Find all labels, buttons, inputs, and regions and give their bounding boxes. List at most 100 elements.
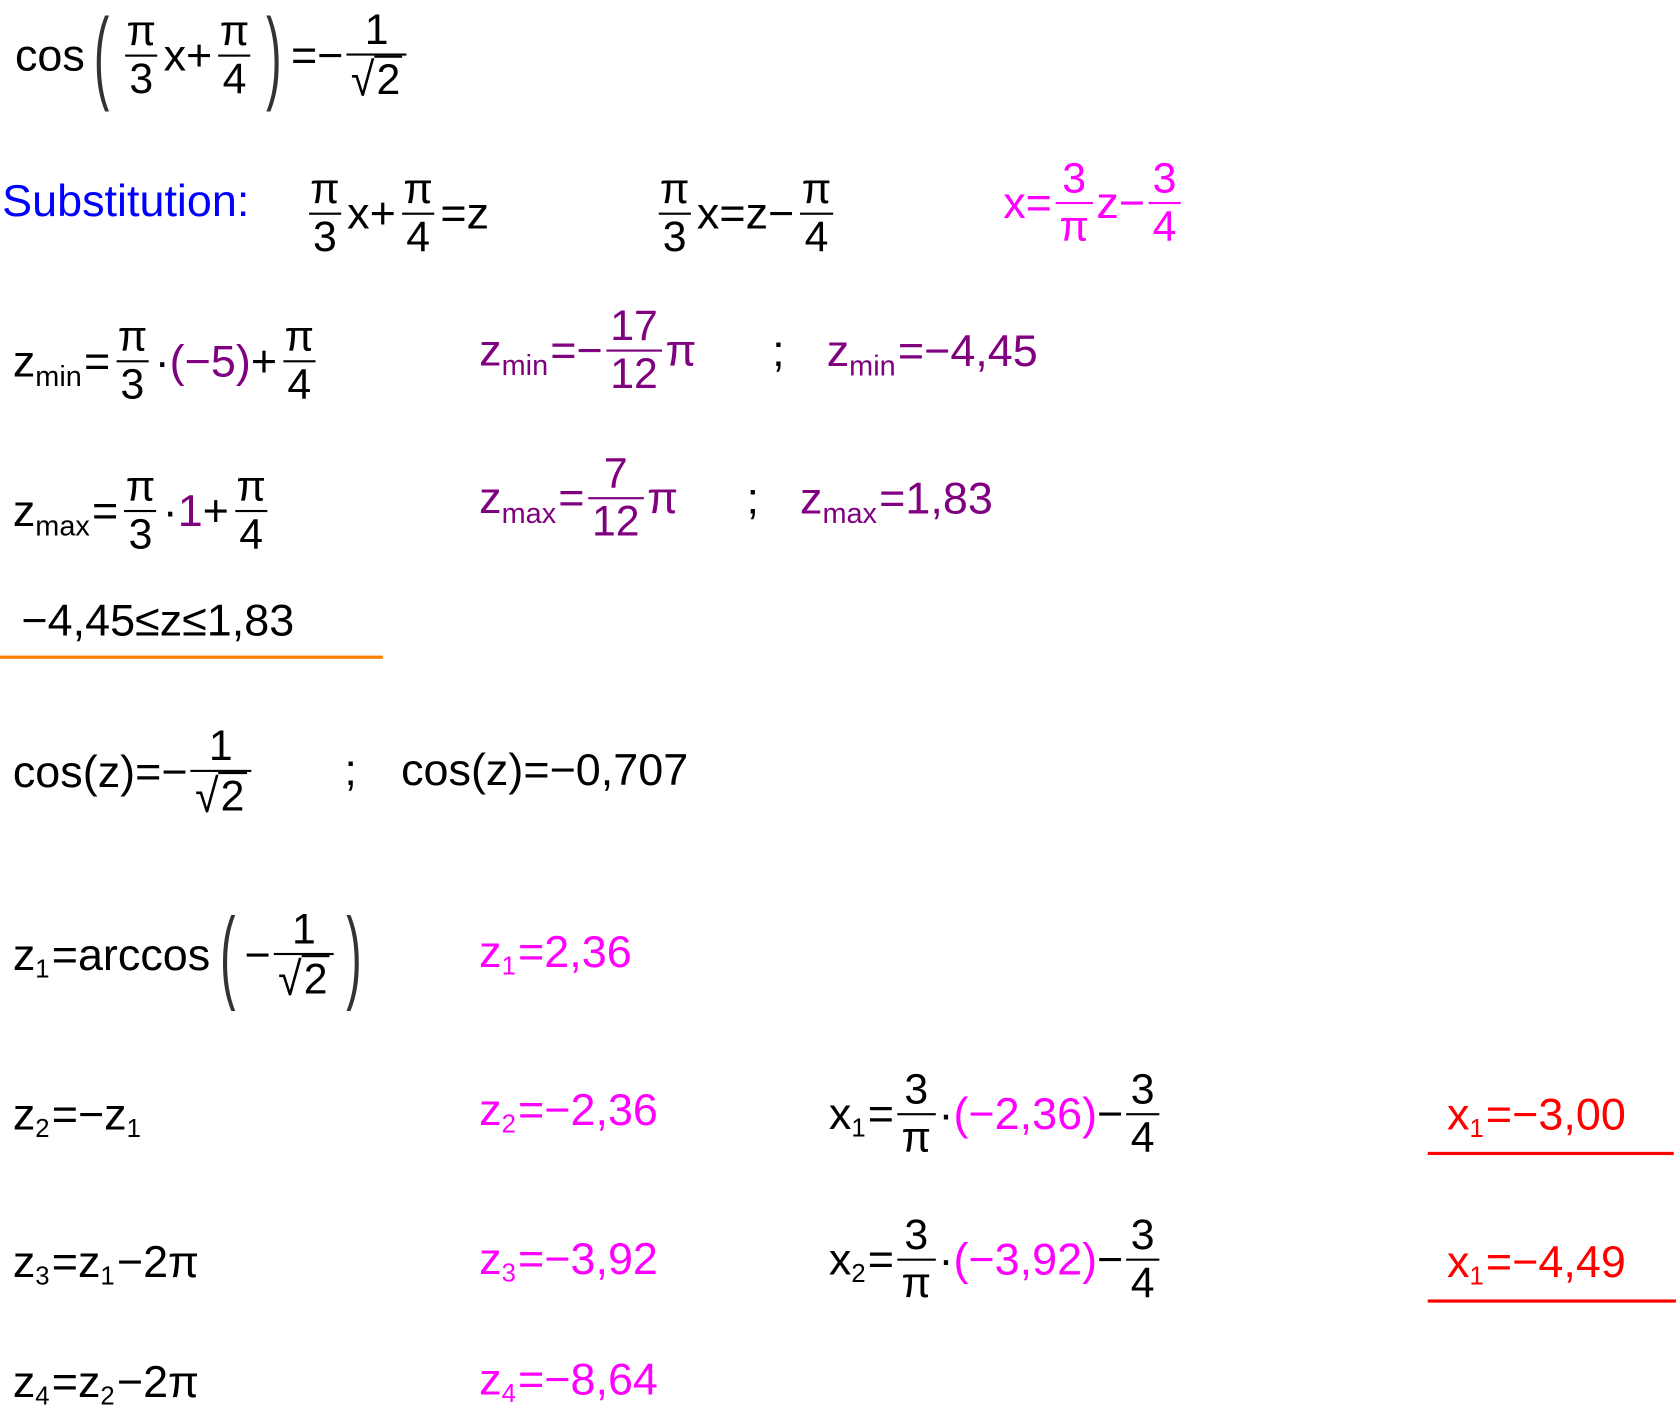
denominator: π (897, 1258, 936, 1307)
numerator: π (117, 313, 148, 361)
square-root: √2 (351, 55, 403, 106)
math-text: =arccos (51, 929, 211, 980)
denominator: 12 (605, 349, 663, 398)
right-paren-icon: ) (266, 0, 282, 113)
cos-z-sep: ; (344, 744, 356, 795)
math-text: x= (1003, 177, 1052, 228)
subscript: 2 (35, 1114, 50, 1144)
math-text: x=z− (696, 188, 795, 239)
math-text: cos (14, 29, 85, 81)
math-text: x (1447, 1088, 1470, 1140)
denominator: √2 (273, 952, 335, 1005)
square-root: √2 (278, 954, 330, 1005)
numerator: π (125, 462, 156, 510)
math-text: =− (290, 29, 344, 81)
math-text: cos(z)=−0,707 (401, 744, 689, 795)
denominator: 4 (800, 212, 833, 261)
colored-group: (−5) (170, 336, 251, 387)
x1-result-underline (1427, 1151, 1674, 1156)
zmin-sep: ; (772, 325, 784, 376)
fraction: 1√2 (273, 906, 335, 1005)
math-text: =−3,00 (1485, 1088, 1626, 1140)
math-text: x (828, 1088, 852, 1140)
fraction: 1√2 (190, 723, 251, 822)
math-text: ; (772, 325, 785, 376)
math-text: =−3,92 (518, 1233, 658, 1284)
math-text: ; (746, 472, 759, 523)
math-text: z (12, 1088, 36, 1140)
subscript: max (501, 496, 557, 529)
subscript: 1 (126, 1114, 141, 1144)
math-text: x (1447, 1236, 1470, 1287)
math-text: x (828, 1234, 852, 1285)
math-text: z (479, 1084, 502, 1135)
subscript: min (35, 359, 82, 392)
math-text: = (867, 1234, 894, 1285)
denominator: π (1055, 202, 1094, 250)
numerator: π (801, 165, 832, 213)
colored-group: (−2,36) (953, 1089, 1097, 1140)
math-text: · (938, 1234, 954, 1285)
math-text: · (154, 335, 170, 387)
subscript: 1 (100, 1262, 115, 1291)
math-text: cos(z)=− (12, 746, 188, 797)
denominator: 4 (234, 510, 268, 558)
math-text: =−4,45 (897, 325, 1038, 376)
denominator: 4 (218, 54, 251, 103)
numerator: 17 (610, 302, 658, 350)
subscript: 2 (501, 1110, 516, 1140)
numerator: 3 (1152, 154, 1177, 202)
math-text: 1 (177, 485, 203, 536)
math-text: =−z (51, 1088, 127, 1140)
denominator: 4 (401, 212, 435, 261)
denominator: 3 (308, 212, 342, 261)
math-text: z (479, 325, 502, 376)
math-text: z (799, 472, 823, 523)
math-text: =−4,49 (1485, 1236, 1626, 1287)
math-text: · (938, 1088, 954, 1140)
numerator: 1 (364, 6, 389, 54)
x2-result-underline (1427, 1299, 1676, 1303)
subscript: 1 (1469, 1262, 1484, 1291)
z-interval: −4,45≤z≤1,83 (21, 595, 294, 646)
numerator: 3 (1130, 1066, 1155, 1114)
subscript: 4 (35, 1381, 50, 1411)
numerator: π (236, 462, 266, 510)
math-text: = (91, 485, 119, 536)
subscript: 2 (100, 1381, 115, 1411)
math-text: z (479, 472, 502, 523)
math-text: z (826, 325, 850, 376)
denominator: 4 (1126, 1113, 1159, 1161)
math-text: ; (344, 744, 357, 795)
math-text: =−2,36 (518, 1084, 658, 1135)
math-text: z (12, 485, 36, 536)
fraction: 1√2 (346, 6, 407, 106)
left-paren-icon: ( (94, 0, 110, 113)
interval-underline (0, 655, 383, 659)
denominator: √2 (346, 53, 407, 106)
math-text: z (12, 1236, 36, 1287)
math-text: =z (51, 1356, 101, 1407)
math-text: = (558, 472, 585, 523)
